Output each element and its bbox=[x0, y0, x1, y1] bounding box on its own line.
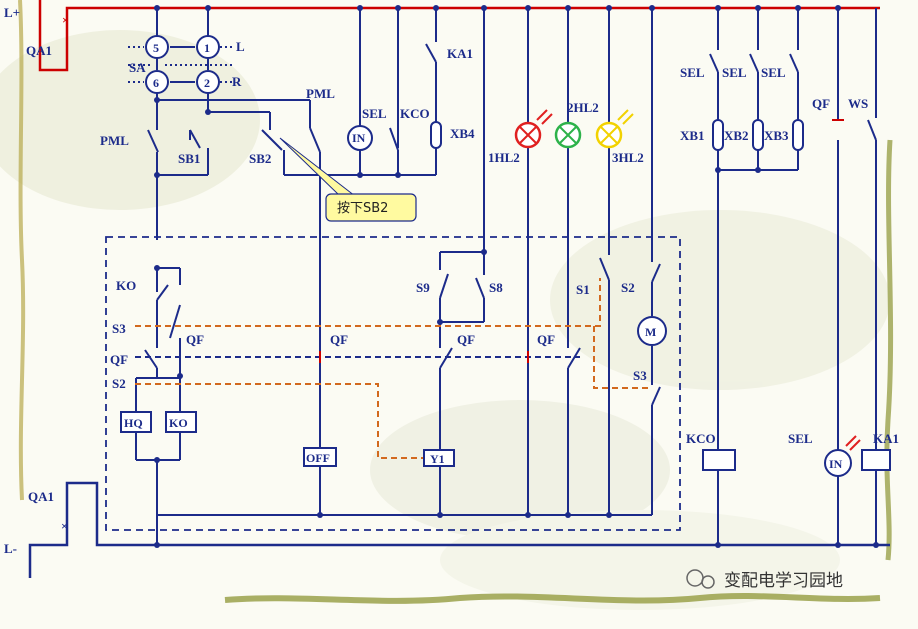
xb3-label: XB3 bbox=[764, 128, 789, 143]
ws-label: WS bbox=[848, 96, 868, 111]
sb2-callout-text: 按下SB2 bbox=[337, 201, 388, 216]
lamp-1hl2-label: 1HL2 bbox=[488, 150, 520, 165]
sa-contact-5 bbox=[145, 35, 169, 59]
breaker-qa1-bottom-mark: × bbox=[61, 519, 68, 533]
y1-coil-label: Y1 bbox=[430, 452, 445, 466]
kco-coil bbox=[702, 449, 736, 471]
xb2-link bbox=[752, 119, 764, 151]
sb2-label: SB2 bbox=[249, 151, 271, 166]
in-meter-top-label: IN bbox=[352, 131, 366, 145]
lamp-1hl2 bbox=[514, 109, 553, 149]
s2-motor-contact-label: S2 bbox=[621, 280, 635, 295]
xb3-link bbox=[792, 119, 804, 151]
lamp-3hl2-label: 3HL2 bbox=[612, 150, 644, 165]
qf-contact-c-label: QF bbox=[330, 332, 348, 347]
sa-contact-2-label: 2 bbox=[204, 76, 210, 90]
background-decoration bbox=[0, 30, 890, 610]
xb1-link bbox=[712, 119, 724, 151]
control-wiring bbox=[135, 8, 877, 545]
sa-contact-1-label: 1 bbox=[204, 41, 210, 55]
pml-left-label: PML bbox=[100, 133, 129, 148]
kco-top-label: KCO bbox=[400, 106, 430, 121]
hq-coil-label: HQ bbox=[124, 416, 143, 430]
ko-coil-label: KO bbox=[169, 416, 188, 430]
off-coil-label: OFF bbox=[306, 451, 330, 465]
xb1-label: XB1 bbox=[680, 128, 705, 143]
breaker-qa1-top-mark: × bbox=[62, 13, 69, 27]
xb4-link bbox=[430, 121, 442, 149]
s2-contact-label: S2 bbox=[112, 376, 126, 391]
y1-coil bbox=[423, 449, 455, 467]
xb2-label: XB2 bbox=[724, 128, 749, 143]
sa-label: SA bbox=[129, 60, 146, 75]
sel-right-1-label: SEL bbox=[680, 65, 705, 80]
ko-contact-label: KO bbox=[116, 278, 136, 293]
sa-contact-1 bbox=[196, 35, 220, 59]
qf-right-label: QF bbox=[812, 96, 830, 111]
qf-contact-b-label: QF bbox=[186, 332, 204, 347]
ka1-top-label: KA1 bbox=[447, 46, 473, 61]
sb2-callout bbox=[279, 137, 417, 222]
sel-right-3-label: SEL bbox=[761, 65, 786, 80]
sel-meter-arrows bbox=[845, 435, 861, 451]
s3-motor-contact-label: S3 bbox=[633, 368, 647, 383]
hq-coil bbox=[120, 411, 152, 433]
sa-contact-5-label: 5 bbox=[153, 41, 159, 55]
decorative-vine-bottom bbox=[224, 593, 881, 604]
positive-bus-label: L+ bbox=[4, 5, 20, 20]
motor-label: M bbox=[645, 325, 656, 339]
motor bbox=[637, 316, 667, 346]
ko-coil bbox=[165, 411, 197, 433]
sa-side-l-label: L bbox=[236, 39, 245, 54]
ka1-coil-label: KA1 bbox=[873, 431, 899, 446]
kco-coil-label: KCO bbox=[686, 431, 716, 446]
lamp-3hl2 bbox=[595, 109, 634, 149]
negative-bus-label: L- bbox=[4, 541, 17, 556]
watermark bbox=[686, 569, 715, 589]
breaker-qa1-bottom-label: QA1 bbox=[28, 489, 54, 504]
sel-meter-label: SEL bbox=[788, 431, 813, 446]
qf-contact-e-label: QF bbox=[537, 332, 555, 347]
pml-right-label: PML bbox=[306, 86, 335, 101]
s1-contact-label: S1 bbox=[576, 282, 590, 297]
sa-contact-2 bbox=[196, 70, 220, 94]
s9-contact-label: S9 bbox=[416, 280, 430, 295]
lamp-2hl2-label: 2HL2 bbox=[567, 100, 599, 115]
sel-right-2-label: SEL bbox=[722, 65, 747, 80]
sa-contact-6-label: 6 bbox=[153, 76, 159, 90]
xb4-label: XB4 bbox=[450, 126, 475, 141]
in-meter-right-label: IN bbox=[829, 457, 843, 471]
breaker-unit-box bbox=[105, 236, 681, 531]
s3-contact-label: S3 bbox=[112, 321, 126, 336]
negative-bus bbox=[28, 481, 890, 578]
sb1-label: SB1 bbox=[178, 151, 200, 166]
qf-contact-a-label: QF bbox=[110, 352, 128, 367]
sel-top-label: SEL bbox=[362, 106, 387, 121]
junction-dots bbox=[154, 5, 879, 548]
breaker-qa1-top-label: QA1 bbox=[26, 43, 52, 58]
sa-side-r-label: R bbox=[232, 74, 242, 89]
sa-switch bbox=[128, 35, 234, 94]
positive-bus bbox=[38, 0, 880, 72]
sa-contact-6 bbox=[145, 70, 169, 94]
qf-contact-d-label: QF bbox=[457, 332, 475, 347]
in-meter-top bbox=[347, 125, 373, 151]
s8-contact-label: S8 bbox=[489, 280, 503, 295]
mechanical-links bbox=[135, 278, 652, 459]
qf-link-markers bbox=[319, 351, 529, 363]
decorative-vine-left bbox=[18, 0, 26, 501]
in-meter-right bbox=[824, 449, 852, 477]
ka1-coil bbox=[861, 449, 891, 471]
decorative-vine-right bbox=[884, 139, 894, 561]
lamp-2hl2 bbox=[554, 121, 582, 149]
off-coil bbox=[303, 447, 337, 467]
watermark-text: 变配电学习园地 bbox=[724, 571, 843, 591]
